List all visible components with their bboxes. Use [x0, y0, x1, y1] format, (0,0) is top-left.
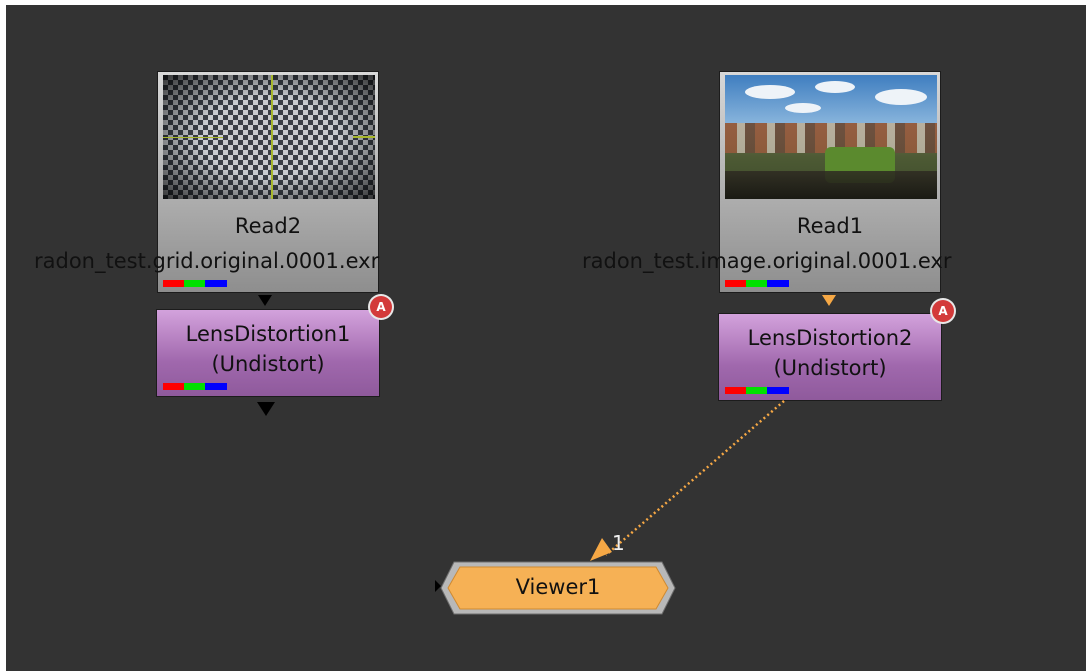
- viewer1-hexagon-shape: [440, 561, 676, 615]
- read2-thumbnail: [163, 75, 375, 199]
- node-graph-canvas[interactable]: Read2 radon_test.grid.original.0001.exr …: [6, 5, 1086, 671]
- edge-lens2-to-viewer[interactable]: [605, 400, 785, 556]
- lens-distortion2-mode: (Undistort): [773, 356, 887, 380]
- read1-node[interactable]: Read1: [719, 71, 941, 293]
- read1-output-arrow[interactable]: [822, 295, 836, 306]
- viewer-input-label: 1: [612, 531, 625, 555]
- viewer1-title: Viewer1: [515, 575, 601, 599]
- lens-distortion1-mode: (Undistort): [211, 352, 325, 376]
- read1-filename: radon_test.image.original.0001.exr: [582, 249, 952, 273]
- viewer-left-input-icon[interactable]: [435, 580, 441, 592]
- lens-distortion2-node[interactable]: LensDistortion2 (Undistort): [718, 313, 942, 401]
- read2-channel-bar: [163, 280, 227, 287]
- read2-filename: radon_test.grid.original.0001.exr: [34, 249, 380, 273]
- viewer1-node[interactable]: Viewer1: [440, 561, 676, 615]
- read1-channel-bar: [725, 280, 789, 287]
- read2-title: Read2: [234, 214, 302, 238]
- lens-distortion1-node[interactable]: LensDistortion1 (Undistort): [156, 309, 380, 397]
- lens-distortion1-title: LensDistortion1: [185, 322, 351, 346]
- read2-output-arrow[interactable]: [258, 295, 272, 306]
- lens-distortion2-channel-bar: [725, 387, 789, 394]
- read2-node[interactable]: Read2: [157, 71, 379, 293]
- lens-distortion2-badge-icon: A: [932, 300, 954, 322]
- read1-title: Read1: [796, 214, 864, 238]
- lens-distortion2-title: LensDistortion2: [747, 326, 913, 350]
- read1-thumbnail: [725, 75, 937, 199]
- lens-distortion1-output-arrow[interactable]: [257, 402, 275, 416]
- lens-distortion1-badge-icon: A: [370, 296, 392, 318]
- lens-distortion1-channel-bar: [163, 383, 227, 390]
- viewer-input-arrow[interactable]: [590, 538, 612, 561]
